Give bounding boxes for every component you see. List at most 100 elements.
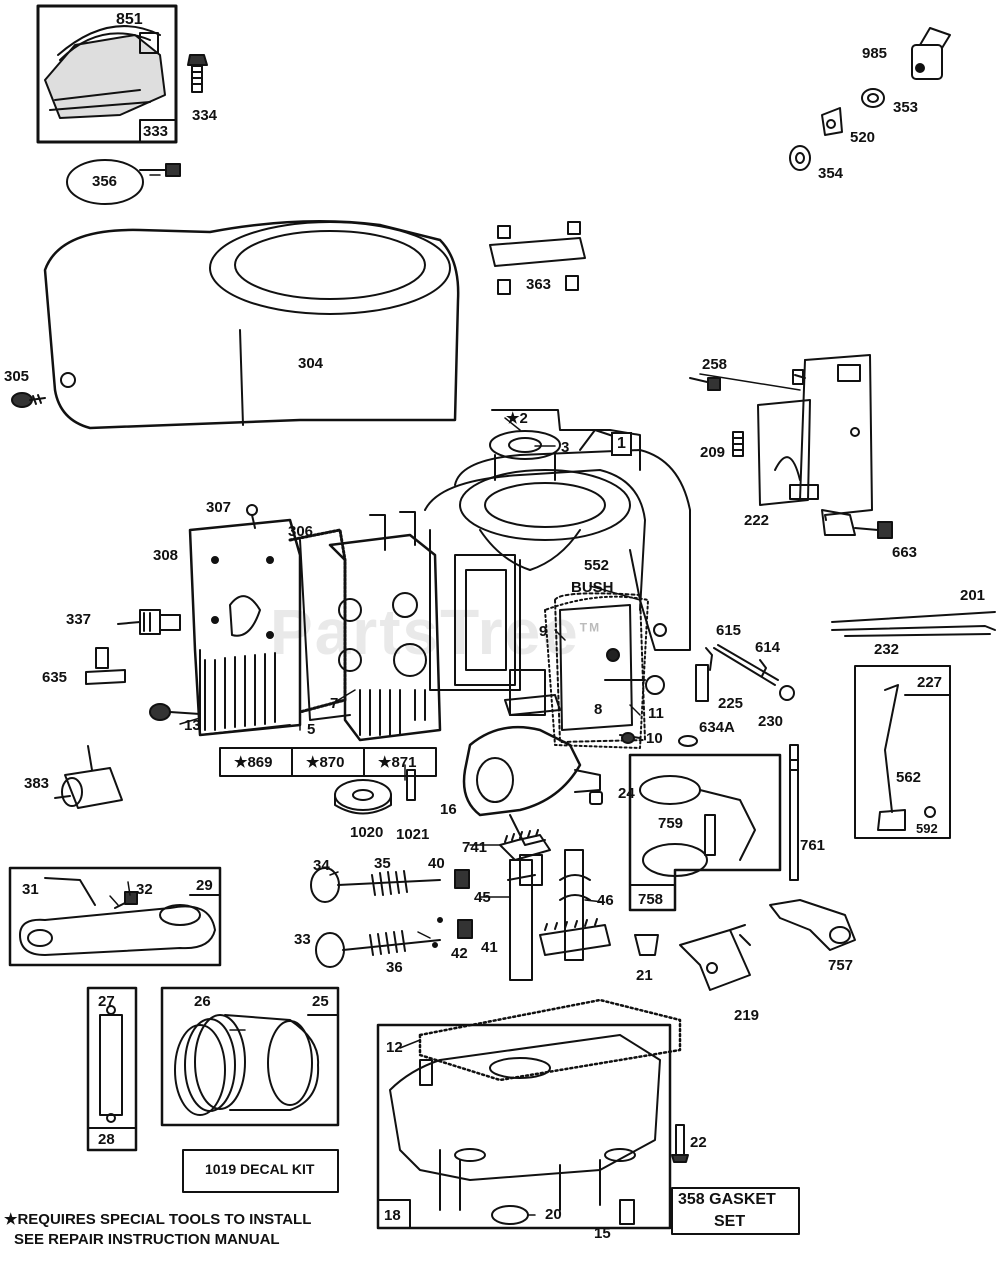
callout-634a: 634A [699, 719, 735, 736]
callout-615: 615 [716, 622, 742, 639]
callout-26: 26 [194, 993, 211, 1010]
callout-306: 306 [288, 523, 314, 540]
blower-housing-304 [43, 220, 460, 430]
callout-36: 36 [386, 959, 403, 976]
callout-28: 28 [98, 1131, 115, 1148]
callout-8: 8 [594, 701, 603, 718]
gasket-set-box [671, 1187, 800, 1235]
valve-33 [315, 917, 473, 968]
ignition-armature-333 [36, 4, 178, 144]
callout-3: 3 [561, 439, 570, 456]
callout-592: 592 [916, 821, 938, 836]
callout-635: 635 [42, 669, 68, 686]
part-757 [769, 899, 856, 951]
crankcase-sump-18 [376, 998, 682, 1230]
callout-2: ★2 [506, 410, 528, 427]
callout-663: 663 [892, 544, 918, 561]
callout-32: 32 [136, 881, 153, 898]
control-bracket-222 [757, 354, 873, 536]
callout-7: 7 [330, 695, 339, 712]
screw-305 [11, 392, 46, 408]
spring-209 [732, 431, 744, 457]
callout-304: 304 [298, 355, 324, 372]
callout-22: 22 [690, 1134, 707, 1151]
callout-42: 42 [451, 945, 468, 962]
callout-27: 27 [98, 993, 115, 1010]
callout-985: 985 [862, 45, 888, 62]
callout-219: 219 [734, 1007, 760, 1024]
tappets-45 [507, 854, 543, 981]
callout-552: 552 [584, 557, 610, 574]
callout-29: 29 [196, 877, 213, 894]
screw-307 [246, 504, 258, 529]
cylinder-head-870 [328, 511, 442, 742]
callout-222: 222 [744, 512, 770, 529]
callout-13: 13 [184, 717, 201, 734]
callout-258: 258 [702, 356, 728, 373]
flywheel-key-1020 [334, 769, 416, 815]
callout-18: 18 [384, 1207, 401, 1224]
valve-34 [310, 867, 470, 903]
callout-741: 741 [462, 839, 488, 856]
callout-337: 337 [66, 611, 92, 628]
callout-520: 520 [850, 129, 876, 146]
screw-663 [854, 521, 893, 539]
callout-33: 33 [294, 931, 311, 948]
tool-383 [54, 745, 123, 809]
screw-22 [671, 1124, 689, 1163]
decal-kit-label: 1019 DECAL KIT [205, 1161, 315, 1177]
gasket-set-line1: 358 GASKET [678, 1191, 776, 1208]
callout-225: 225 [718, 695, 744, 712]
ground-wire-356 [66, 159, 181, 205]
callout-307: 307 [206, 499, 232, 516]
callout-34: 34 [313, 857, 330, 874]
callout-11: 11 [648, 705, 664, 722]
callout-bush: BUSH [571, 579, 614, 596]
gasket-set-line2: SET [714, 1213, 746, 1230]
part-21 [634, 934, 659, 956]
key-24 [589, 791, 603, 805]
callout-227: 227 [917, 674, 943, 691]
callout-761: 761 [800, 837, 826, 854]
callout-562: 562 [896, 769, 922, 786]
part-219 [679, 924, 751, 991]
callout-16: 16 [440, 801, 457, 818]
governor-lever-227 [854, 665, 951, 839]
piston-25 [160, 986, 340, 1127]
gasket-bush-9 [544, 595, 667, 749]
callout-757: 757 [828, 957, 854, 974]
callout-334: 334 [192, 107, 218, 124]
screw-13 [149, 703, 201, 721]
footnote-line1: ★REQUIRES SPECIAL TOOLS TO INSTALL [4, 1211, 312, 1228]
screw-334 [187, 54, 208, 93]
callout-25: 25 [312, 993, 329, 1010]
cylinder-head-308 [188, 518, 302, 737]
callout-758: 758 [638, 891, 664, 908]
part-15 [619, 1199, 635, 1225]
callout-383: 383 [24, 775, 50, 792]
callout-5: 5 [307, 721, 316, 738]
callout-614: 614 [755, 639, 781, 656]
callout-41: 41 [481, 939, 498, 956]
kit-870: ★870 [306, 754, 345, 771]
plug-10 [619, 732, 698, 747]
plate-8 [554, 592, 665, 743]
callout-35: 35 [374, 855, 391, 872]
callout-305: 305 [4, 368, 30, 385]
callout-31: 31 [22, 881, 39, 898]
gear-741 [499, 829, 551, 861]
dipstick-761 [789, 744, 799, 881]
callout-759: 759 [658, 815, 684, 832]
kit-871: ★871 [378, 754, 417, 771]
callout-1020: 1020 [350, 824, 384, 841]
callout-356: 356 [92, 173, 118, 190]
bracket-363 [489, 221, 586, 295]
callout-20: 20 [545, 1206, 562, 1223]
footnote-line2: SEE REPAIR INSTRUCTION MANUAL [14, 1231, 280, 1249]
callout-15: 15 [594, 1225, 611, 1242]
connecting-rod-29 [8, 866, 222, 967]
footnote: ★REQUIRES SPECIAL TOOLS TO INSTALL SEE R… [4, 1210, 311, 1251]
callout-232: 232 [874, 641, 900, 658]
small-parts-top-right [789, 27, 951, 171]
